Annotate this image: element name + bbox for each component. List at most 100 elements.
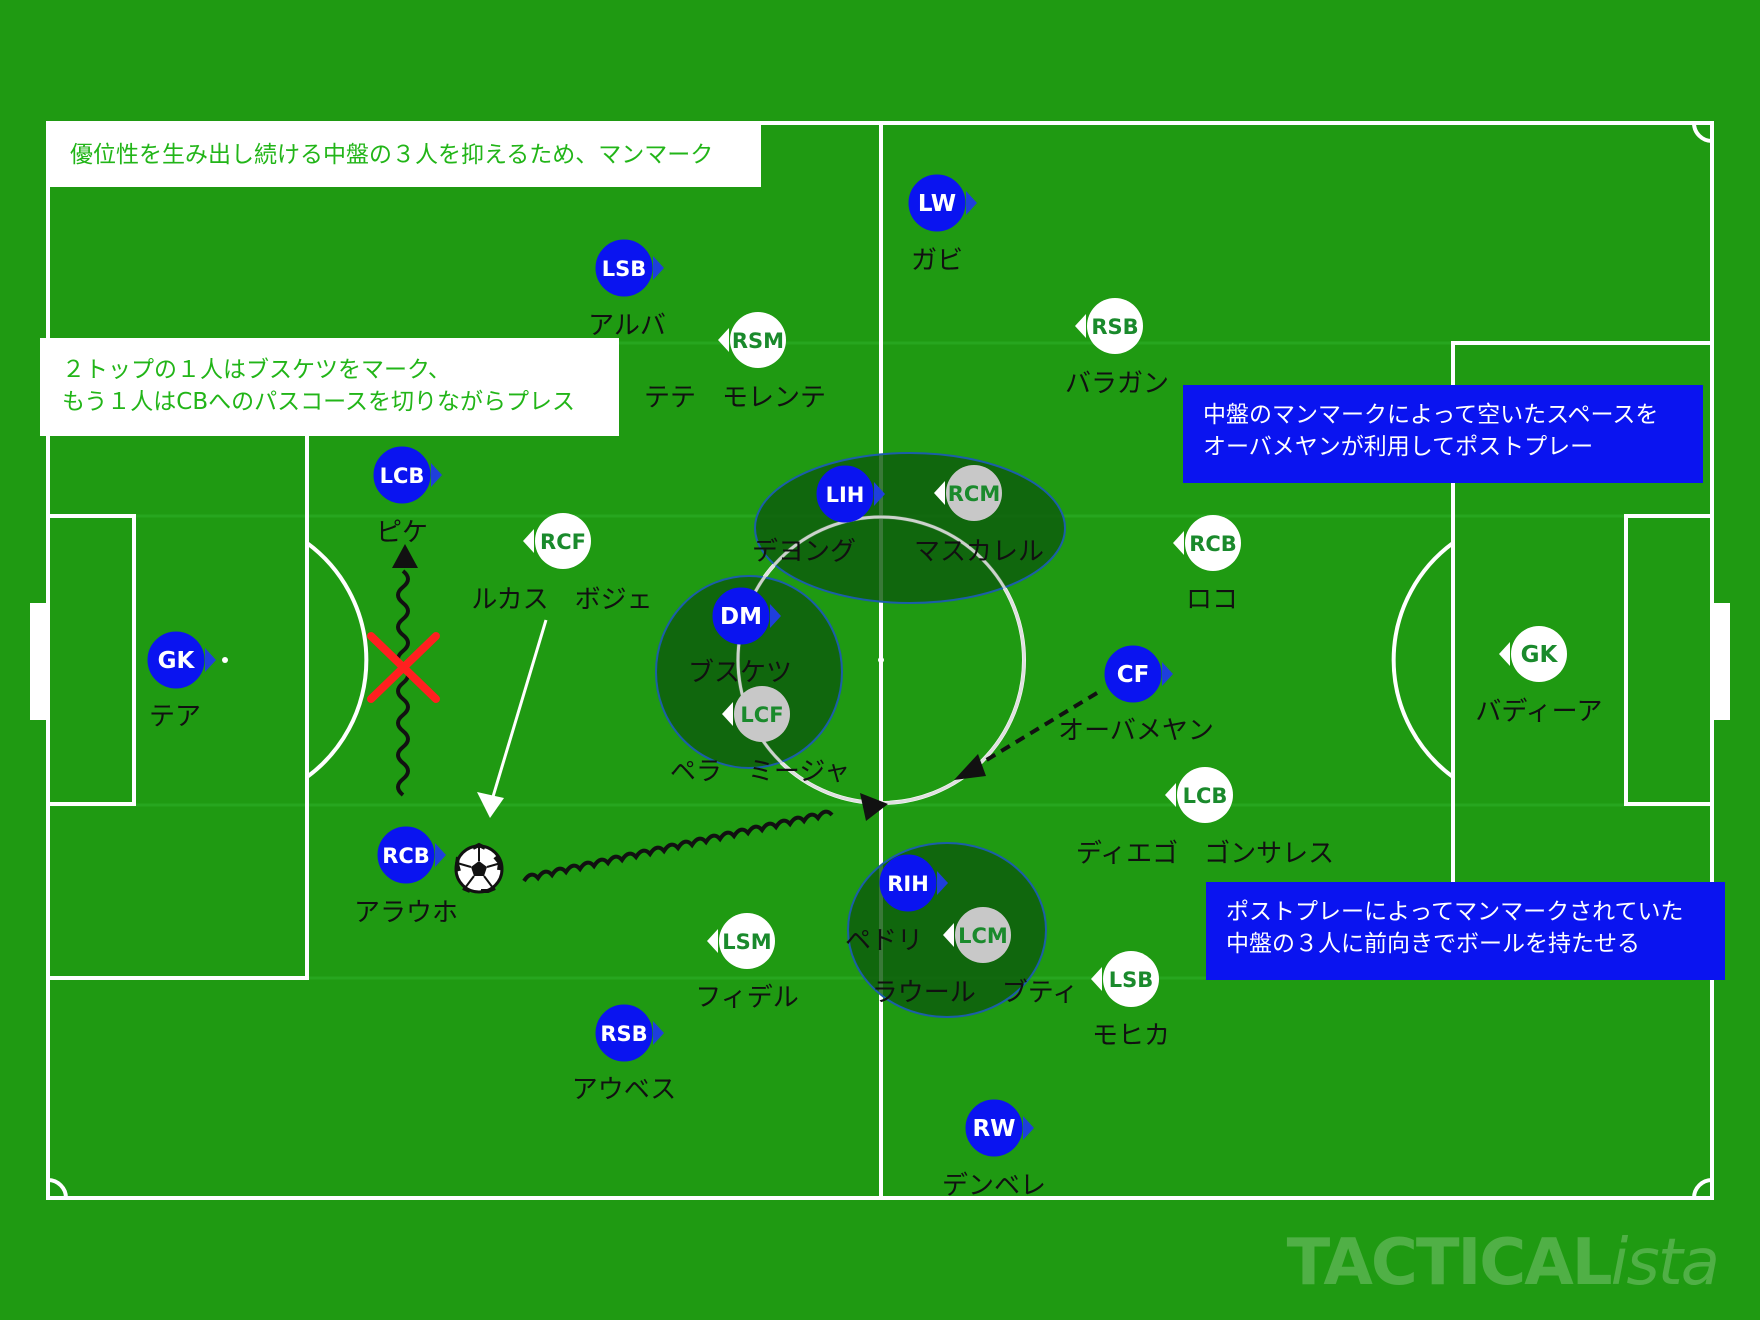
player-name: ロコ: [1186, 585, 1238, 615]
player-token: [955, 907, 1011, 963]
direction-marker-icon: [1173, 531, 1184, 555]
player-token: [373, 446, 431, 504]
ball-carry-path: [522, 809, 834, 883]
direction-marker-icon: [770, 604, 781, 628]
player-token: [946, 465, 1002, 521]
pique-arrow-head: [392, 544, 418, 568]
gk-dot: [222, 657, 228, 663]
player-position: GK: [158, 648, 196, 674]
player-position: RCM: [948, 482, 1000, 506]
note-press: ２トップの１人はブスケツをマーク、 もう１人はCBへのパスコースを切りながらプレ…: [40, 338, 619, 436]
player-position: LSM: [722, 930, 771, 954]
players: GKテアLCBピケRCBアラウホLSBアルバRSBアウベスDMブスケツLIHデヨ…: [147, 174, 1603, 1201]
direction-marker-icon: [523, 529, 534, 553]
post-run-arrow-head: [954, 754, 986, 780]
player-position: RCF: [540, 530, 586, 554]
note-post-play-line-2: 中盤の３人に前向きでボールを持たせる: [1226, 931, 1640, 957]
player-name: デヨング: [752, 537, 856, 567]
direction-marker-icon: [1091, 967, 1102, 991]
player-position: LIH: [826, 483, 865, 507]
player-name: バディーア: [1475, 697, 1602, 727]
direction-marker-icon: [653, 1021, 664, 1045]
direction-marker-icon: [937, 871, 948, 895]
goals: [30, 603, 1730, 720]
player-name: ブスケツ: [688, 658, 792, 688]
player-token: [1087, 298, 1143, 354]
player-token: [1511, 626, 1567, 682]
player-name: ペラ ミージャ: [670, 757, 850, 787]
ball-carry-arrow-head: [860, 793, 888, 821]
player-position: RIH: [887, 872, 929, 896]
player-position: LCF: [740, 703, 783, 727]
white-player-lcb: LCB ディエゴ ゴンサレス: [1076, 767, 1334, 869]
player-token: [712, 587, 770, 645]
player-name: オーバメヤン: [1058, 716, 1214, 746]
blue-player-gk: GK テア: [147, 631, 216, 732]
player-name: テア: [149, 702, 201, 732]
ball-icon: [454, 842, 504, 894]
player-position: RSB: [600, 1022, 647, 1046]
player-position: RCB: [382, 844, 430, 868]
player-token: [965, 1099, 1023, 1157]
note-space: 中盤のマンマークによって空いたスペースを オーバメヤンが利用してポストプレー: [1183, 385, 1703, 483]
direction-marker-icon: [1165, 783, 1176, 807]
player-token: [719, 913, 775, 969]
blocked-cross-icon: [367, 632, 440, 703]
brand-main: TACTICAL: [1286, 1226, 1613, 1300]
player-token: [879, 854, 937, 912]
direction-marker-icon: [718, 328, 729, 352]
blue-player-rcb: RCB アラウホ: [354, 826, 458, 928]
direction-marker-icon: [1499, 642, 1510, 666]
player-name: ディエゴ ゴンサレス: [1076, 839, 1334, 869]
player-token: [1103, 951, 1159, 1007]
direction-marker-icon: [1162, 662, 1173, 686]
player-name: アラウホ: [354, 898, 458, 928]
player-token: [1185, 515, 1241, 571]
player-position: LCB: [1183, 784, 1228, 808]
note-press-line-2: もう１人はCBへのパスコースを切りながらプレス: [62, 389, 575, 415]
direction-marker-icon: [1075, 314, 1086, 338]
player-position: LSB: [602, 257, 647, 281]
player-position: RCB: [1189, 532, 1237, 556]
brand-italic: ista: [1610, 1226, 1720, 1300]
direction-marker-icon: [966, 191, 977, 215]
player-name: ルカス ボジェ: [471, 585, 652, 615]
note-space-line-1: 中盤のマンマークによって空いたスペースを: [1203, 402, 1659, 428]
player-name: ガビ: [911, 246, 963, 276]
player-name: アウベス: [572, 1075, 677, 1105]
note-press-line-1: ２トップの１人はブスケツをマーク、: [62, 357, 451, 383]
player-position: RSM: [732, 329, 784, 353]
blue-player-lih: LIH デヨング: [752, 465, 885, 567]
note-man-marking-text: 優位性を生み出し続ける中盤の３人を抑えるため、マンマーク: [70, 142, 714, 168]
direction-marker-icon: [435, 843, 446, 867]
blue-player-cf: CF オーバメヤン: [1058, 645, 1214, 746]
note-man-marking: 優位性を生み出し続ける中盤の３人を抑えるため、マンマーク: [48, 123, 761, 187]
player-position: CF: [1117, 662, 1150, 688]
player-token: [816, 465, 874, 523]
player-position: LW: [918, 191, 956, 217]
player-token: [730, 312, 786, 368]
movement-arrows: [367, 544, 1099, 883]
zone-dm-lcf: [655, 575, 843, 769]
direction-marker-icon: [431, 463, 442, 487]
direction-marker-icon: [707, 929, 718, 953]
note-post-play-line-1: ポストプレーによってマンマークされていた: [1226, 899, 1684, 925]
zone-lih-rcm: [754, 452, 1066, 604]
player-token: [1104, 645, 1162, 703]
direction-marker-icon: [653, 256, 664, 280]
white-player-rcb: RCB ロコ: [1173, 515, 1241, 615]
blue-player-rsb: RSB アウベス: [572, 1004, 677, 1105]
player-position: LCB: [380, 464, 425, 488]
direction-marker-icon: [1023, 1116, 1034, 1140]
blue-player-lw: LW ガビ: [908, 174, 977, 276]
direction-marker-icon: [934, 481, 945, 505]
player-token: [377, 826, 435, 884]
white-player-rcf: RCF ルカス ボジェ: [471, 513, 653, 615]
